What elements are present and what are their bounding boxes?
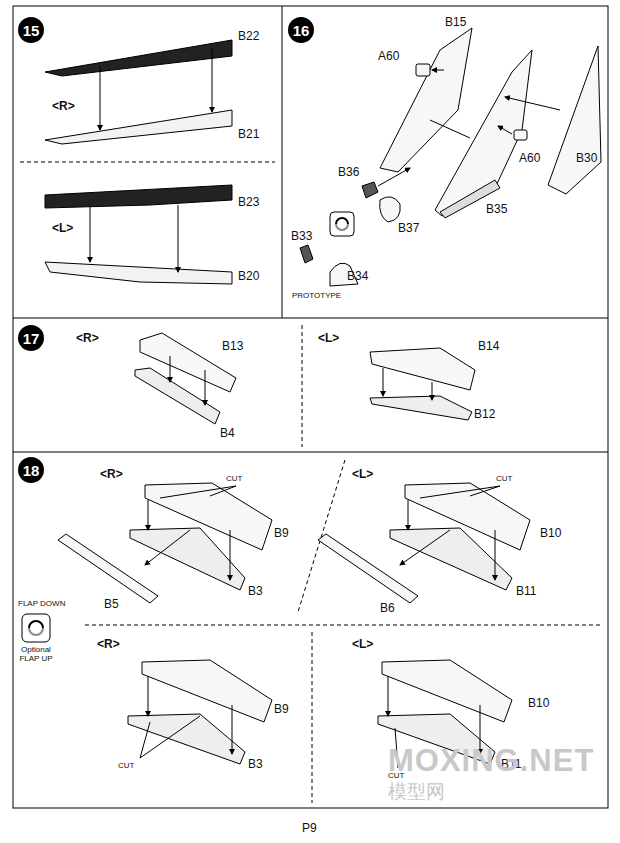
step-label: 15 xyxy=(23,22,40,39)
step-number: 15 xyxy=(18,17,44,43)
part-number: B14 xyxy=(478,340,499,353)
step-number: 18 xyxy=(18,457,44,483)
part-number: B13 xyxy=(222,340,243,353)
part-number: B35 xyxy=(486,203,507,216)
part-number: B4 xyxy=(220,427,235,440)
part-number: B37 xyxy=(398,222,419,235)
part-number: B3 xyxy=(248,585,263,598)
part-number: B10 xyxy=(528,697,549,710)
side-mark: <R> xyxy=(52,100,75,113)
note-text: FLAP DOWN xyxy=(18,600,65,609)
part-number: B34 xyxy=(347,270,368,283)
note-text: CUT xyxy=(226,475,242,484)
step-number: 17 xyxy=(18,325,44,351)
part-number: B33 xyxy=(291,230,312,243)
part-number: B5 xyxy=(104,598,119,611)
side-mark: <R> xyxy=(100,468,123,481)
note-text: PROTOTYPE xyxy=(292,292,341,301)
part-number: B22 xyxy=(238,30,259,43)
note-text: Optional FLAP UP xyxy=(11,646,61,664)
note-text: CUT xyxy=(496,475,512,484)
note-text: CUT xyxy=(118,762,134,771)
part-number: B36 xyxy=(338,166,359,179)
side-mark: <R> xyxy=(97,638,120,651)
side-mark: <L> xyxy=(352,638,373,651)
watermark: MOXING.NET xyxy=(388,744,594,778)
step-number: 16 xyxy=(288,17,314,43)
part-number: A60 xyxy=(378,50,399,63)
part-number: B15 xyxy=(445,16,466,29)
part-number: B12 xyxy=(474,408,495,421)
part-number: B10 xyxy=(540,527,561,540)
part-number: B23 xyxy=(238,196,259,209)
step-label: 16 xyxy=(293,22,310,39)
step-label: 17 xyxy=(23,330,40,347)
side-mark: <L> xyxy=(52,222,73,235)
part-number: B20 xyxy=(238,270,259,283)
side-mark: <R> xyxy=(76,332,99,345)
part-number: B9 xyxy=(274,703,289,716)
part-number: B30 xyxy=(576,152,597,165)
part-number: A60 xyxy=(519,152,540,165)
part-number: B6 xyxy=(380,602,395,615)
watermark: 模型网 xyxy=(388,782,445,803)
part-number: P9 xyxy=(302,822,317,835)
part-number: B21 xyxy=(238,128,259,141)
step-label: 18 xyxy=(23,462,40,479)
part-number: B3 xyxy=(248,758,263,771)
side-mark: <L> xyxy=(352,468,373,481)
part-number: B9 xyxy=(274,527,289,540)
side-mark: <L> xyxy=(318,332,339,345)
part-number: B11 xyxy=(516,585,536,598)
